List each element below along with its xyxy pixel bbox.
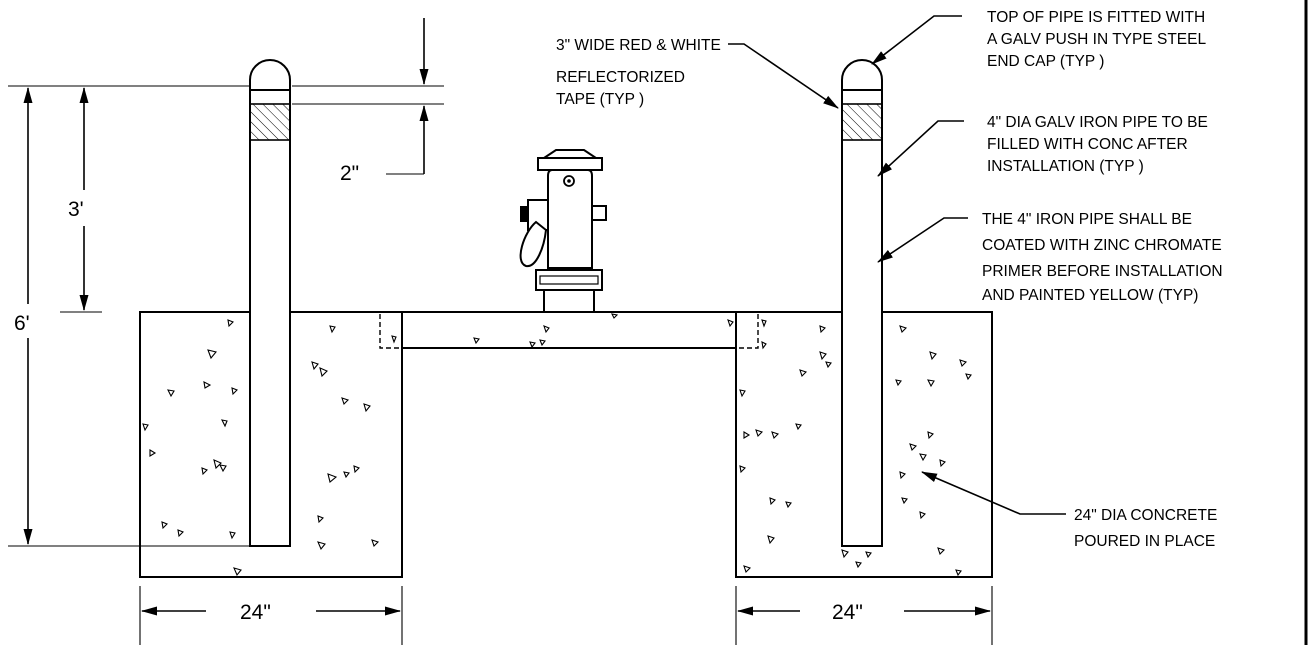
- right-end-cap: [841, 59, 883, 90]
- center-concrete-slab: [401, 311, 737, 349]
- right-iron-pipe: [841, 89, 883, 547]
- slab-pocket-right: [736, 314, 759, 349]
- slab-pocket-left: [379, 314, 402, 349]
- right-footing-width-dimension: 24": [832, 601, 863, 624]
- iron-pipe-note: 4" DIA GALV IRON PIPE TO BE FILLED WITH …: [987, 114, 1212, 175]
- left-footing-width-dimension: 24": [240, 601, 271, 624]
- above-grade-dimension: 3': [68, 198, 84, 221]
- total-length-dimension: 6': [14, 312, 30, 335]
- left-end-cap: [249, 59, 291, 90]
- reflective-tape-note: 3" WIDE RED & WHITE REFLECTORIZED TAPE (…: [556, 37, 725, 108]
- end-cap-note: TOP OF PIPE IS FITTED WITH A GALV PUSH I…: [987, 9, 1210, 70]
- left-reflective-tape: [249, 103, 291, 141]
- dimension-lines: [8, 18, 993, 645]
- fire-hydrant: [519, 149, 607, 313]
- coating-note: THE 4" IRON PIPE SHALL BE COATED WITH ZI…: [982, 211, 1227, 304]
- tape-offset-dimension: 2": [340, 162, 359, 185]
- left-bollard: [249, 59, 291, 547]
- concrete-aggregate: [142, 313, 972, 577]
- left-iron-pipe: [249, 89, 291, 547]
- concrete-note: 24" DIA CONCRETE POURED IN PLACE: [1074, 507, 1222, 550]
- right-reflective-tape: [841, 103, 883, 141]
- leader-lines: [728, 15, 1066, 515]
- right-bollard: [841, 59, 883, 547]
